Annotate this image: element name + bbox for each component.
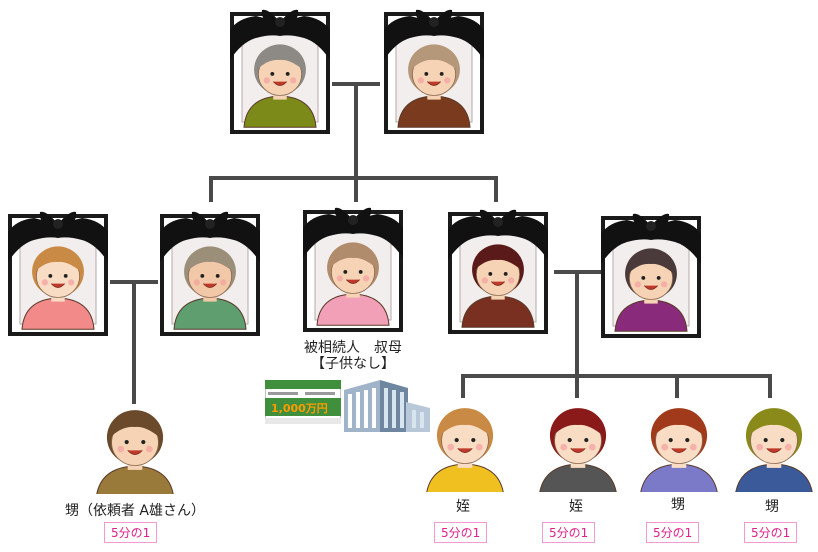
decedent-aunt-portrait-icon: [303, 207, 403, 332]
bankbook-icon: 1,000万円: [265, 380, 341, 424]
nephew1-share-badge: 5分の1: [646, 522, 700, 543]
aunt2-portrait-icon: [601, 213, 701, 338]
uncle2-portrait-icon: [448, 209, 548, 334]
decedent-label-line2: 【子供なし】: [311, 356, 395, 372]
nephew1-label: 甥: [671, 497, 685, 513]
decedent-label: 被相続人 叔母 【子供なし】: [292, 340, 414, 372]
client-label: 甥（依頼者 A雄さん）: [64, 503, 206, 519]
nephew-man-icon: [735, 408, 813, 492]
decedent-label-line1: 被相続人 叔母: [304, 340, 402, 356]
nephew-boy-icon: [640, 408, 718, 492]
niece2-label: 姪: [569, 499, 583, 515]
building-icon: [344, 380, 430, 432]
grandmother-portrait-icon: [384, 9, 484, 134]
client-share-badge: 5分の1: [104, 522, 158, 543]
niece1-label: 姪: [456, 499, 470, 515]
niece2-share-badge: 5分の1: [542, 522, 596, 543]
niece1-share-badge: 5分の1: [434, 522, 488, 543]
client-man-icon: [96, 410, 174, 494]
niece-girl-icon: [426, 408, 504, 492]
uncle-portrait-icon: [160, 211, 260, 336]
bankbook-amount: 1,000万円: [271, 402, 328, 415]
niece-woman-icon: [539, 408, 617, 492]
aunt-spouse-portrait-icon: [8, 211, 108, 336]
grandfather-portrait-icon: [230, 9, 330, 134]
nephew2-label: 甥: [765, 499, 779, 515]
nephew2-share-badge: 5分の1: [744, 522, 798, 543]
